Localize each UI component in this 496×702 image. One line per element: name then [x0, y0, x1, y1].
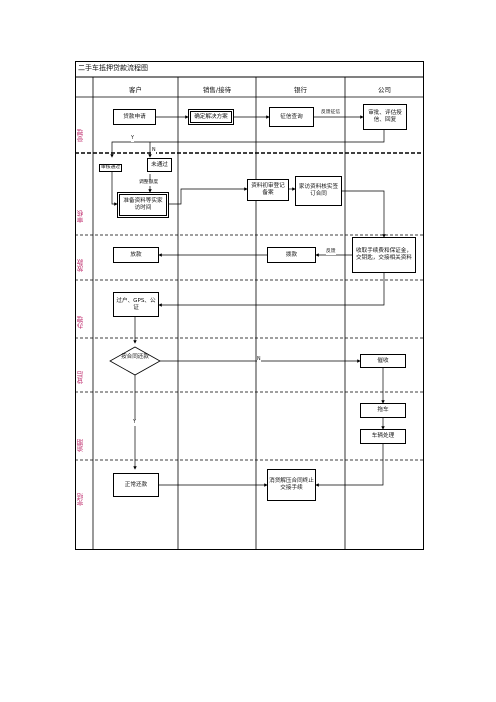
column-header-sales: 销售/接待 [202, 86, 232, 94]
node-prepare: 准备资料等实家访时间 [117, 192, 169, 218]
node-bank-register: 资料初审登记备案 [247, 179, 289, 201]
edge-label-feedback: 反馈 [326, 249, 336, 255]
node-seize: 拖车 [360, 403, 406, 418]
lane-label-process: 办理 [77, 316, 85, 329]
chart-title: 二手车抵押贷款流程图 [78, 64, 148, 72]
node-release: 放款 [113, 247, 159, 263]
node-close: 消贷解压合同终止交接手续 [267, 469, 316, 501]
node-on-time-repay: 按合同还款 [121, 354, 149, 360]
node-collect: 催收 [360, 354, 406, 368]
node-apply: 贷款申请 [113, 109, 156, 125]
edge-label-adjust: 调整额度 [139, 180, 159, 186]
flowchart-lines [75, 61, 424, 550]
column-header-bank: 银行 [294, 86, 307, 94]
edge-label-y2: Y [133, 420, 136, 426]
node-not-passed: 未通过 [147, 158, 172, 172]
lane-label-loan: 放款 [77, 259, 85, 272]
node-vehicle-handle: 车辆处理 [360, 429, 406, 444]
lane-label-overdue: 逾期 [77, 439, 85, 452]
edge-label-feedback-credit: 反馈征信 [321, 110, 341, 116]
lane-label-complete: 完结 [77, 493, 85, 506]
node-home-visit: 家访资料核实签订合同 [295, 176, 342, 206]
node-plan: 确定解决方案 [188, 109, 234, 125]
column-header-customer: 客户 [129, 86, 142, 94]
edge-label-n2: N [257, 357, 261, 363]
node-review: 审批、评估授信、回复 [363, 104, 407, 130]
column-header-company: 公司 [378, 86, 391, 94]
node-normal-repay: 正常还款 [113, 473, 159, 497]
node-collect-fee: 收取手续费和保证金，交钥匙，交接相关资料 [352, 237, 416, 273]
lane-label-post-loan: 贷后 [77, 371, 85, 384]
node-transfer: 过户、GPS、公证 [113, 292, 159, 317]
node-disburse: 拨款 [267, 247, 316, 263]
edge-label-y1: Y [131, 136, 134, 142]
flowchart-frame: 二手车抵押贷款流程图 客户 销售/接待 银行 公司 受理 审核 放款 办理 贷后… [75, 61, 424, 550]
lane-label-accept: 受理 [77, 129, 85, 142]
node-credit-check: 征信查询 [269, 107, 314, 127]
lane-label-review: 审核 [77, 210, 85, 223]
edge-label-n1: N [152, 148, 156, 154]
edge-label-review-passed: 审核通过 [99, 164, 123, 172]
